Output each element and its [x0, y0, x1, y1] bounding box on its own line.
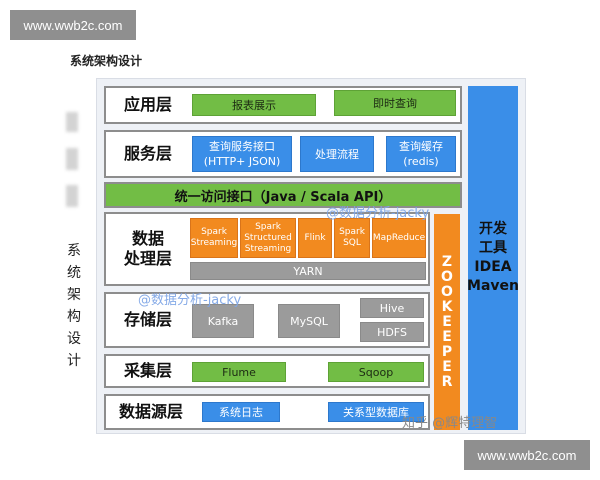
box-instant-query: 即时查询: [334, 90, 456, 116]
box-sqoop: Sqoop: [328, 362, 424, 382]
watermark-bottom: www.wwb2c.com: [464, 440, 590, 470]
vertical-label-char: 设: [67, 331, 81, 347]
overlay-watermark: @数据分析-jacky: [138, 293, 242, 308]
zookeeper-letter: R: [441, 373, 453, 390]
vertical-label-char: 构: [67, 309, 81, 325]
vertical-label-char: 架: [67, 287, 81, 303]
zookeeper-letter: E: [442, 328, 452, 345]
collection-layer: 采集层 Flume Sqoop: [104, 354, 430, 388]
layer-name-storage: 存储层: [123, 310, 172, 329]
box-yarn: YARN: [190, 262, 426, 280]
layer-name-collection: 采集层: [123, 361, 172, 380]
box-relational-db: 关系型数据库: [328, 402, 424, 422]
zookeeper-letter: E: [442, 358, 452, 375]
layer-name-service: 服务层: [123, 144, 172, 163]
box-flink: Flink: [298, 218, 332, 258]
service-layer: 服务层 查询服务接口 (HTTP+ JSON) 处理流程 查询缓存 (redis…: [104, 130, 462, 178]
watermark-top: www.wwb2c.com: [10, 10, 136, 40]
vertical-label: 系统架构设计: [66, 240, 82, 372]
box-mysql: MySQL: [278, 304, 340, 338]
zookeeper-letter: Z: [441, 253, 453, 270]
box-spark-sql: Spark SQL: [334, 218, 370, 258]
box-mapreduce: MapReduce: [372, 218, 426, 258]
zookeeper-letter: P: [441, 343, 453, 360]
box-query-cache: 查询缓存 (redis): [386, 136, 456, 172]
vertical-label-char: 统: [67, 265, 81, 281]
layer-name-processing: 数据 处理层: [123, 229, 172, 268]
box-hdfs: HDFS: [360, 322, 424, 342]
storage-layer: 存储层 Kafka MySQL Hive HDFS: [104, 292, 430, 348]
vertical-label-char: 系: [67, 243, 81, 259]
layer-name-application: 应用层: [123, 95, 172, 114]
box-spark-streaming: Spark Streaming: [190, 218, 238, 258]
blurred-mark: [66, 112, 78, 132]
unified-access-interface: 统一访问接口（Java / Scala API）: [104, 182, 462, 208]
corner-watermark: 知乎 @辉特理智: [402, 416, 498, 431]
zookeeper-letter: O: [441, 268, 453, 285]
box-spark-structured-streaming: Spark Structured Streaming: [240, 218, 296, 258]
dev-tools-column: 开发 工具 IDEA Maven: [467, 86, 519, 430]
zookeeper-letter: O: [441, 283, 453, 300]
box-flume: Flume: [192, 362, 286, 382]
box-process-flow: 处理流程: [300, 136, 374, 172]
layer-name-source: 数据源层: [118, 402, 183, 421]
application-layer: 应用层 报表展示 即时查询: [104, 86, 462, 124]
source-layer: 数据源层 系统日志 关系型数据库: [104, 394, 430, 430]
blurred-mark: [66, 185, 78, 207]
box-report-display: 报表展示: [192, 94, 316, 116]
box-system-log: 系统日志: [202, 402, 280, 422]
zookeeper-letter: K: [441, 298, 453, 315]
box-query-service-interface: 查询服务接口 (HTTP+ JSON): [192, 136, 292, 172]
zookeeper-letter: E: [442, 313, 452, 330]
diagram-heading: 系统架构设计: [70, 54, 143, 68]
box-kafka: Kafka: [192, 304, 254, 338]
vertical-label-char: 计: [67, 353, 81, 369]
processing-layer: 数据 处理层 Spark Streaming Spark Structured …: [104, 212, 430, 286]
overlay-watermark: @数据分析-jacky: [326, 206, 430, 221]
blurred-mark: [66, 148, 78, 170]
box-hive: Hive: [360, 298, 424, 318]
